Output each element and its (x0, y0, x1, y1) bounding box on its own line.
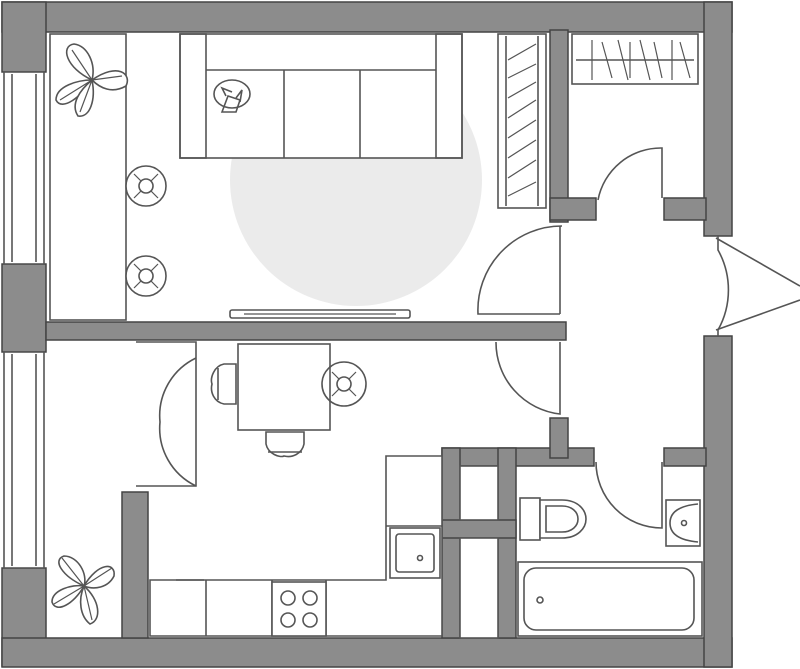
living-room (49, 33, 547, 321)
chair (321, 361, 367, 407)
sink-icon (389, 527, 441, 579)
sofa (179, 33, 463, 159)
bathroom (459, 465, 703, 639)
bathroom-door (595, 461, 663, 529)
wall-left-middle (1, 263, 47, 353)
wall-bath-shaft (441, 519, 517, 539)
wall-bath-inner (497, 447, 517, 639)
shaft (459, 537, 499, 639)
wall-bath-top-right (663, 447, 707, 467)
wall-kitchen-stub (121, 491, 149, 639)
wall-wardrobe-left (549, 29, 569, 223)
windows (3, 71, 45, 569)
plant-icon (55, 43, 129, 117)
wall-bath-corner (549, 417, 569, 459)
chair (210, 363, 237, 405)
wall-right-bottom (703, 335, 733, 668)
wall-wardrobe-stub-right (663, 197, 707, 221)
window-kitchen (3, 351, 45, 569)
wall-wardrobe-stub-left (549, 197, 597, 221)
desk-chair (125, 165, 167, 207)
toilet-icon (519, 497, 587, 541)
wall-bottom (1, 637, 733, 668)
kitchen-door (495, 341, 561, 415)
shaft (459, 465, 499, 521)
washbasin-icon (665, 499, 701, 547)
walls (1, 1, 733, 668)
wardrobe-door (597, 147, 663, 201)
wall-bath-left (441, 447, 461, 639)
kitchen-inner-door (158, 357, 197, 487)
wall-partition (45, 321, 567, 341)
chair (265, 431, 305, 458)
wall-bath-top (441, 447, 595, 467)
plant-icon (51, 555, 115, 625)
doors (136, 147, 800, 529)
cat-icon (213, 79, 251, 113)
bookshelf (497, 33, 547, 209)
wall-right-top (703, 1, 733, 237)
dining-table (237, 343, 331, 431)
wall-left-top (1, 1, 47, 73)
kitchen (51, 343, 443, 637)
entrance-door (717, 236, 730, 336)
bathtub (517, 561, 703, 637)
living-room-door (477, 225, 563, 315)
tv-console (229, 309, 411, 319)
desk-chair (125, 255, 167, 297)
wall-top (1, 1, 733, 33)
stove-icon (271, 581, 327, 637)
wardrobe (571, 33, 699, 85)
window-living (3, 71, 45, 265)
kitchen-inner-door-frame (136, 341, 197, 487)
